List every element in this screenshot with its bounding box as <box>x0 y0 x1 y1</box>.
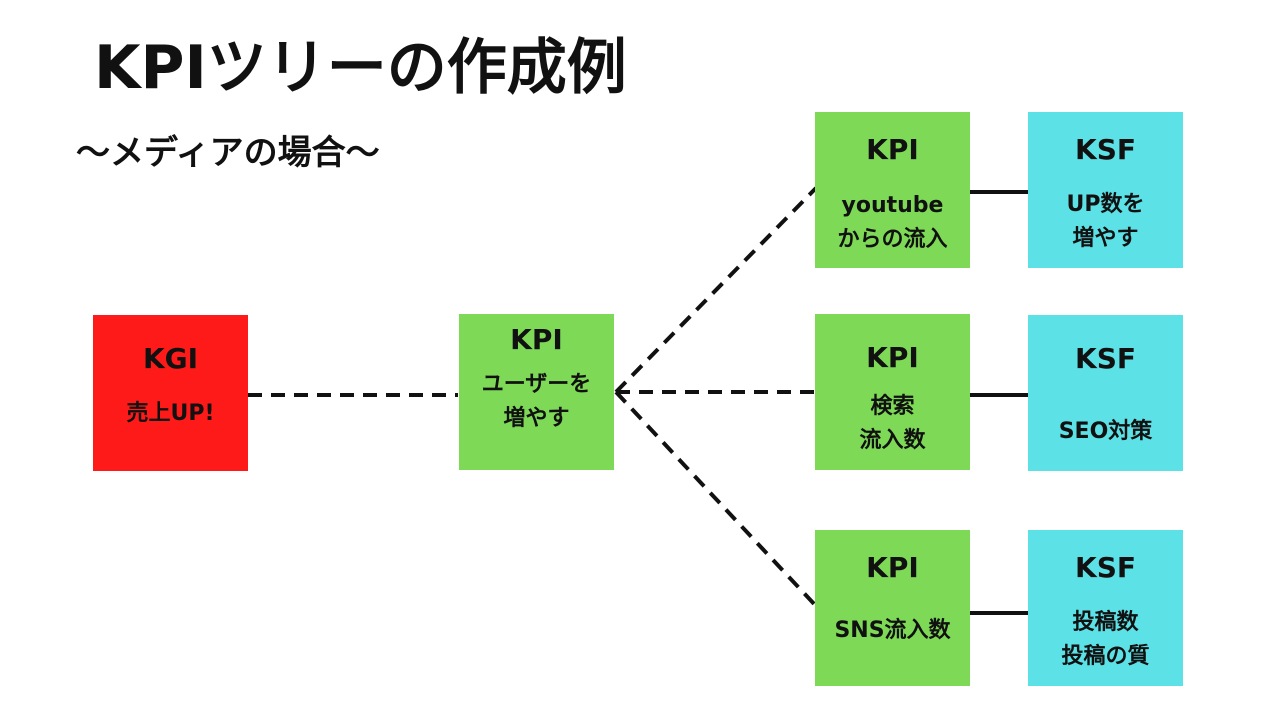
kpi-search-box: KPI 検索 流入数 <box>815 314 970 470</box>
connector-kpi-main-to-kpi-youtube <box>614 186 818 394</box>
connector-kpi-main-to-kpi-sns <box>614 390 818 608</box>
kgi-text: 売上UP! <box>126 401 215 426</box>
kpi-search-label: KPI <box>866 341 919 374</box>
kpi-youtube-text: youtube からの流入 <box>837 193 948 253</box>
kpi-main-box: KPI ユーザーを 増やす <box>459 314 614 470</box>
ksf-youtube-text: UP数を 増やす <box>1066 192 1145 252</box>
ksf-youtube-box: KSF UP数を 増やす <box>1028 112 1183 268</box>
kgi-label: KGI <box>142 342 199 375</box>
page-subtitle: 〜メディアの場合〜 <box>76 133 380 173</box>
ksf-search-label: KSF <box>1075 342 1136 375</box>
ksf-sns-text: 投稿数 投稿の質 <box>1061 610 1150 670</box>
ksf-sns-label: KSF <box>1075 551 1136 584</box>
kpi-search-text: 検索 流入数 <box>859 394 926 454</box>
ksf-search-box: KSF SEO対策 <box>1028 315 1183 471</box>
kpi-main-label: KPI <box>510 323 563 356</box>
kpi-sns-text: SNS流入数 <box>834 618 951 643</box>
kpi-main-text: ユーザーを 増やす <box>481 372 592 432</box>
ksf-youtube-label: KSF <box>1075 133 1136 166</box>
page-title: KPIツリーの作成例 <box>94 33 627 103</box>
kpi-youtube-label: KPI <box>866 133 919 166</box>
ksf-search-text: SEO対策 <box>1058 419 1153 444</box>
kpi-youtube-box: KPI youtube からの流入 <box>815 112 970 268</box>
kpi-sns-box: KPI SNS流入数 <box>815 530 970 686</box>
kgi-box: KGI 売上UP! <box>93 315 248 471</box>
ksf-sns-box: KSF 投稿数 投稿の質 <box>1028 530 1183 686</box>
kpi-sns-label: KPI <box>866 551 919 584</box>
